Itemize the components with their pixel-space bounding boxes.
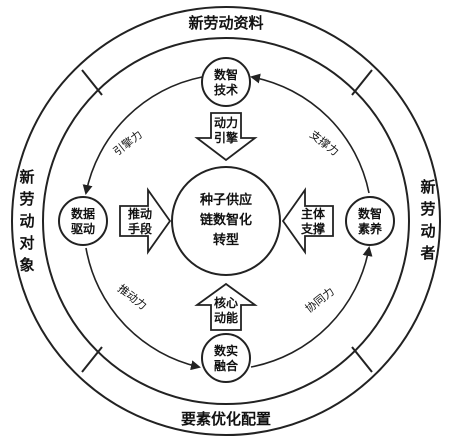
ring-label-right: 新 劳 动 者 [420,178,435,262]
svg-text:新: 新 [420,178,435,196]
svg-text:主体: 主体 [301,206,326,221]
ring-label-top: 新劳动资料 [188,14,263,32]
svg-text:链数智化: 链数智化 [199,212,252,228]
arc-bottom-to-right [250,246,373,368]
inner-arrow-left: 推动 手段 [119,187,172,255]
svg-text:劳: 劳 [19,190,34,208]
cycle-arrows [82,73,373,371]
svg-text:动: 动 [420,222,435,240]
svg-text:转型: 转型 [213,232,239,248]
svg-text:数智: 数智 [214,67,238,82]
svg-text:者: 者 [420,244,435,262]
center-node: 种子供应 链数智化 转型 [171,166,281,276]
svg-text:核心: 核心 [214,295,238,310]
ring-label-bottom: 要素优化配置 [181,410,271,428]
node-right: 数智 素养 [345,196,395,246]
svg-text:支撑: 支撑 [300,221,325,236]
svg-text:新: 新 [19,168,34,186]
inner-arrow-right: 主体 支撑 [281,187,334,255]
arc-top-to-left [82,76,203,195]
node-left: 数据 驱动 [58,196,108,246]
svg-text:动能: 动能 [214,310,238,325]
ring-divider-top-left [81,69,103,96]
svg-text:素养: 素养 [358,221,382,236]
inner-arrow-top: 动力 引擎 [194,112,258,162]
node-bottom: 数实 融合 [201,333,251,383]
svg-text:引擎: 引擎 [214,130,238,145]
svg-text:驱动: 驱动 [71,222,95,236]
svg-text:动力: 动力 [214,115,238,130]
svg-text:数智: 数智 [358,206,382,221]
svg-text:对: 对 [19,234,34,252]
ring-divider-bottom-left [81,346,103,373]
ring-label-left: 新 劳 动 对 象 [19,168,34,274]
svg-text:动: 动 [19,212,34,230]
svg-text:手段: 手段 [128,221,153,236]
inner-arrow-bottom: 核心 动能 [194,282,258,331]
svg-text:融合: 融合 [214,358,239,373]
ring-divider-bottom-right [351,346,373,373]
node-top: 数智 技术 [201,57,251,107]
svg-text:数据: 数据 [71,206,95,221]
svg-text:数实: 数实 [214,343,238,358]
svg-text:象: 象 [19,256,34,274]
arc-left-to-bottom [85,247,201,371]
ring-divider-top-right [351,69,373,96]
svg-text:种子供应: 种子供应 [199,192,252,208]
svg-text:劳: 劳 [420,200,435,218]
svg-text:技术: 技术 [214,82,238,97]
svg-text:推动: 推动 [128,206,152,221]
arc-right-to-top [250,73,370,194]
